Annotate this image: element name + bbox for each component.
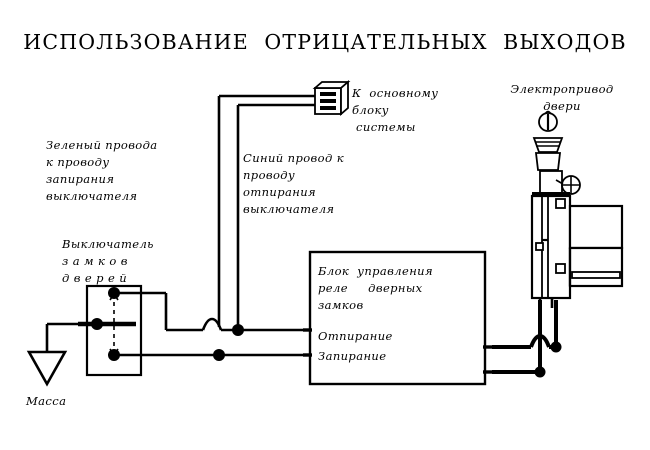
label-lock-terminal: Запирание	[318, 349, 387, 363]
junction-green-lock	[213, 349, 225, 361]
label-blue-wire: Синий провод к проводу отпирания выключа…	[243, 151, 344, 216]
label-unlock-terminal: Отпирание	[318, 329, 393, 343]
label-control-unit: Блок управления реле дверных замков	[318, 264, 433, 312]
wire-green-to-connector	[217, 94, 315, 327]
system-connector-icon[interactable]	[312, 80, 351, 116]
wire-ground-to-switch	[45, 322, 78, 352]
switch-terminal-bottom	[108, 349, 120, 361]
wire-actuator-to-control-unit	[492, 300, 558, 374]
junction-actuator-right	[550, 341, 562, 353]
label-main-system-unit: К основному блоку системы	[352, 86, 439, 134]
door-lock-actuator-icon[interactable]	[530, 110, 624, 309]
switch-terminal-middle	[91, 318, 103, 330]
door-lock-switch-body[interactable]	[85, 284, 143, 377]
junction-actuator-left	[534, 366, 546, 378]
label-door-lock-switch: Выключатель з а м к о в д в е р е й	[62, 237, 154, 285]
label-door-actuator: Электропривод двери	[510, 82, 614, 113]
label-ground: Масса	[26, 394, 67, 408]
page-title: ИСПОЛЬЗОВАНИЕ ОТРИЦАТЕЛЬНЫХ ВЫХОДОВ	[23, 30, 627, 54]
wire-switch-top-to-unlock	[114, 291, 310, 332]
control-unit-box[interactable]	[308, 250, 487, 386]
junction-blue-unlock	[232, 324, 244, 336]
wire-blue-to-connector	[236, 103, 315, 330]
chassis-ground-icon	[26, 350, 68, 387]
label-green-wire: Зеленый провода к проводу запирания выкл…	[46, 138, 158, 203]
switch-terminal-top	[108, 287, 120, 299]
